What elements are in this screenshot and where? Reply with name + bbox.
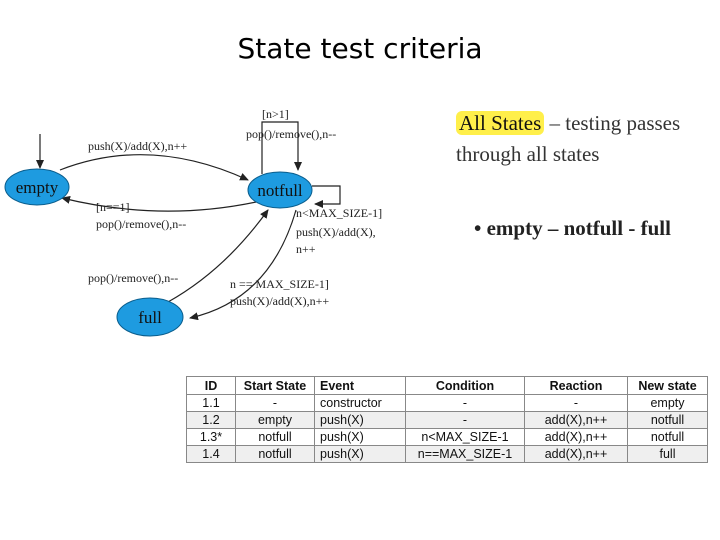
header-id: ID bbox=[186, 376, 236, 395]
cell-reaction: add(X),n++ bbox=[524, 445, 628, 463]
table-row: 1.4 notfull push(X) n==MAX_SIZE-1 add(X)… bbox=[186, 445, 708, 463]
cell-condition: n==MAX_SIZE-1 bbox=[405, 445, 525, 463]
cell-start-state: notfull bbox=[235, 428, 315, 446]
node-full-label: full bbox=[138, 308, 162, 327]
edge-notfull-self-pop bbox=[261, 121, 302, 174]
cell-event: push(X) bbox=[314, 428, 406, 446]
edge-empty-to-notfull bbox=[59, 154, 249, 181]
header-reaction: Reaction bbox=[524, 376, 628, 395]
header-new-state: New state bbox=[627, 376, 708, 395]
header-event: Event bbox=[314, 376, 406, 395]
label-n-eq-1: [n==1] bbox=[96, 200, 130, 214]
label-push-add-to-full: push(X)/add(X),n++ bbox=[230, 294, 329, 308]
cell-id: 1.1 bbox=[186, 394, 236, 412]
label-pop-remove-from-full: pop()/remove(),n-- bbox=[88, 271, 178, 285]
table-row: 1.3* notfull push(X) n<MAX_SIZE-1 add(X)… bbox=[186, 428, 708, 446]
all-states-highlight: All States bbox=[456, 111, 545, 135]
edge-notfull-to-full bbox=[189, 209, 297, 321]
cell-reaction: add(X),n++ bbox=[524, 428, 628, 446]
criteria-description: All States – testing passes through all … bbox=[456, 108, 718, 170]
label-n-lt-max: n<MAX_SIZE-1] bbox=[296, 206, 382, 220]
cell-start-state: - bbox=[235, 394, 315, 412]
state-sequence-bullet: • empty – notfull - full bbox=[474, 216, 671, 240]
node-empty bbox=[4, 168, 70, 206]
cell-event: push(X) bbox=[314, 445, 406, 463]
edge-notfull-to-empty bbox=[61, 196, 257, 212]
cell-id: 1.2 bbox=[186, 411, 236, 429]
edge-full-to-notfull bbox=[167, 209, 269, 303]
header-condition: Condition bbox=[405, 376, 525, 395]
table-header-row: ID Start State Event Condition Reaction … bbox=[186, 376, 708, 395]
table-row: 1.1 - constructor - - empty bbox=[186, 394, 708, 412]
cell-reaction: - bbox=[524, 394, 628, 412]
slide-title: State test criteria bbox=[237, 32, 483, 65]
cell-condition: n<MAX_SIZE-1 bbox=[405, 428, 525, 446]
label-n-eq-max: n == MAX_SIZE-1] bbox=[230, 277, 329, 291]
node-full bbox=[116, 297, 184, 337]
cell-start-state: notfull bbox=[235, 445, 315, 463]
label-n-gt-1: [n>1] bbox=[262, 107, 289, 121]
label-push-add-self-2: n++ bbox=[296, 242, 316, 256]
state-diagram: empty notfull full [n>1] pop()/remove(),… bbox=[4, 107, 382, 337]
label-pop-remove-self: pop()/remove(),n-- bbox=[246, 127, 336, 141]
label-push-add-empty: push(X)/add(X),n++ bbox=[88, 139, 187, 153]
cell-reaction: add(X),n++ bbox=[524, 411, 628, 429]
node-notfull bbox=[247, 171, 313, 209]
cell-event: constructor bbox=[314, 394, 406, 412]
cell-id: 1.3* bbox=[186, 428, 236, 446]
cell-event: push(X) bbox=[314, 411, 406, 429]
label-push-add-self-1: push(X)/add(X), bbox=[296, 225, 376, 239]
edge-notfull-self-push bbox=[312, 185, 341, 208]
cell-new-state: notfull bbox=[627, 411, 708, 429]
criteria-description-text: – testing passes through all states bbox=[456, 111, 681, 166]
label-pop-remove-to-empty: pop()/remove(),n-- bbox=[96, 217, 186, 231]
cell-new-state: notfull bbox=[627, 428, 708, 446]
header-start-state: Start State bbox=[235, 376, 315, 395]
cell-new-state: empty bbox=[627, 394, 708, 412]
cell-start-state: empty bbox=[235, 411, 315, 429]
node-notfull-label: notfull bbox=[257, 181, 303, 200]
cell-condition: - bbox=[405, 394, 525, 412]
cell-condition: - bbox=[405, 411, 525, 429]
node-empty-label: empty bbox=[16, 178, 59, 197]
cell-new-state: full bbox=[627, 445, 708, 463]
test-table: ID Start State Event Condition Reaction … bbox=[186, 376, 708, 463]
table-row: 1.2 empty push(X) - add(X),n++ notfull bbox=[186, 411, 708, 429]
cell-id: 1.4 bbox=[186, 445, 236, 463]
